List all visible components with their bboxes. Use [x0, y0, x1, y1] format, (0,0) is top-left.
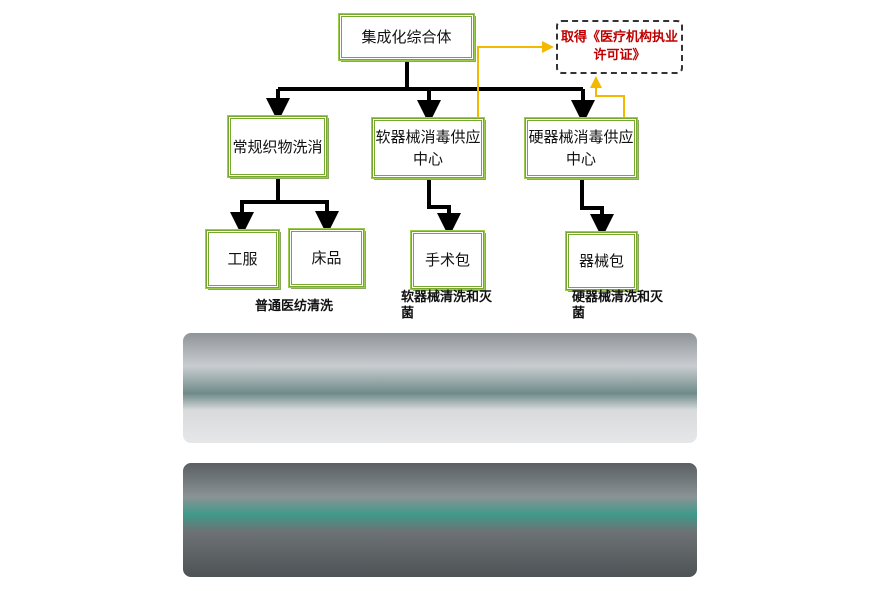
node-hard-instrument-center: 硬器械消毒供应中心 [524, 117, 638, 179]
node-root: 集成化综合体 [338, 13, 475, 61]
node-surgical-pack: 手术包 [410, 230, 485, 290]
node-instrument-pack: 器械包 [565, 231, 638, 291]
node-fabric-washing: 常规织物洗消 [227, 115, 328, 178]
certificate-note: 取得《医疗机构执业许可证》 [556, 20, 683, 74]
node-bedding: 床品 [288, 228, 365, 288]
photo-sterilization-workshop [183, 333, 697, 443]
caption-soft: 软器械清洗和灭菌 [401, 290, 493, 321]
caption-hard: 硬器械清洗和灭菌 [572, 290, 664, 321]
photo-laundry-workshop [183, 463, 697, 577]
node-soft-instrument-center: 软器械消毒供应中心 [371, 117, 485, 179]
node-work-clothes: 工服 [205, 229, 280, 289]
caption-fabric: 普通医纺清洗 [255, 299, 334, 314]
